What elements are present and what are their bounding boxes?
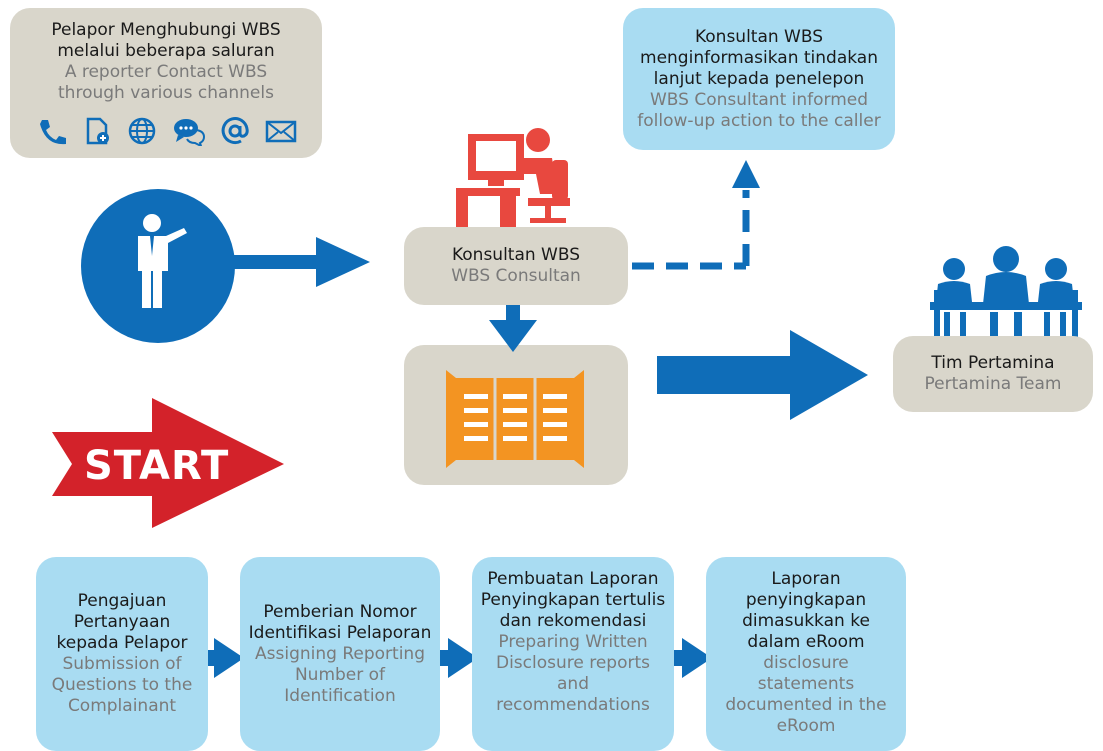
consultant-info-en-text: WBS Consultant informed follow-up action… [637,89,881,131]
phone-icon [40,120,66,145]
book-icon [446,370,584,468]
consultant-desk-icon [456,128,570,230]
reporter-en-text: A reporter Contact WBS through various c… [58,62,274,103]
step-4-en-text: disclosure statements documented in the … [725,653,887,736]
step-1-en-text: Submission of Questions to the Complaina… [51,654,193,716]
arrow-to-consultant [230,237,370,287]
team-en-text: Pertamina Team [924,374,1062,394]
envelope-icon [265,120,297,143]
step-box-1: Pengajuan Pertanyaan kepada Pelapor Subm… [36,557,208,751]
step-box-4: Laporan penyingkapan dimasukkan ke dalam… [706,557,906,751]
arrow-to-report-box [489,303,537,352]
document-icon [86,117,109,145]
globe-icon [128,117,156,145]
start-label: START [84,443,230,489]
step-2-en-text: Assigning Reporting Number of Identifica… [255,643,425,706]
step-1-id-text: Pengajuan Pertanyaan kepada Pelapor [56,591,188,653]
consultant-info-box: Konsultan WBS menginformasikan tindakan … [623,8,895,150]
step-2-id-text: Pemberian Nomor Identifikasi Pelaporan [248,601,432,643]
pertamina-team-box: Tim Pertamina Pertamina Team [893,336,1093,412]
consultant-box: Konsultan WBS WBS Consultan [404,227,628,305]
consultant-en-text: WBS Consultan [451,266,581,286]
step-3-en-text: Preparing Written Disclosure reports and… [495,632,651,715]
reporter-id-text: Pelapor Menghubungi WBS melalui beberapa… [51,20,281,61]
start-arrow [52,398,284,528]
dashed-arrow-to-info [632,160,760,270]
consultant-info-id-text: Konsultan WBS menginformasikan tindakan … [640,26,878,89]
chat-icon [174,119,206,146]
team-meeting-icon [930,246,1082,338]
reporter-person-icon [81,189,235,343]
consultant-id-text: Konsultan WBS [451,245,581,265]
step-box-2: Pemberian Nomor Identifikasi Pelaporan A… [240,557,440,751]
channel-icons-row [34,116,298,146]
team-id-text: Tim Pertamina [931,353,1055,373]
arrow-to-team [657,330,868,420]
step-4-id-text: Laporan penyingkapan dimasukkan ke dalam… [742,569,870,652]
step-box-3: Pembuatan Laporan Penyingkapan tertulis … [472,557,674,751]
at-icon [221,117,249,145]
step-3-id-text: Pembuatan Laporan Penyingkapan tertulis … [480,569,666,631]
reporter-contact-box: Pelapor Menghubungi WBS melalui beberapa… [10,8,322,158]
